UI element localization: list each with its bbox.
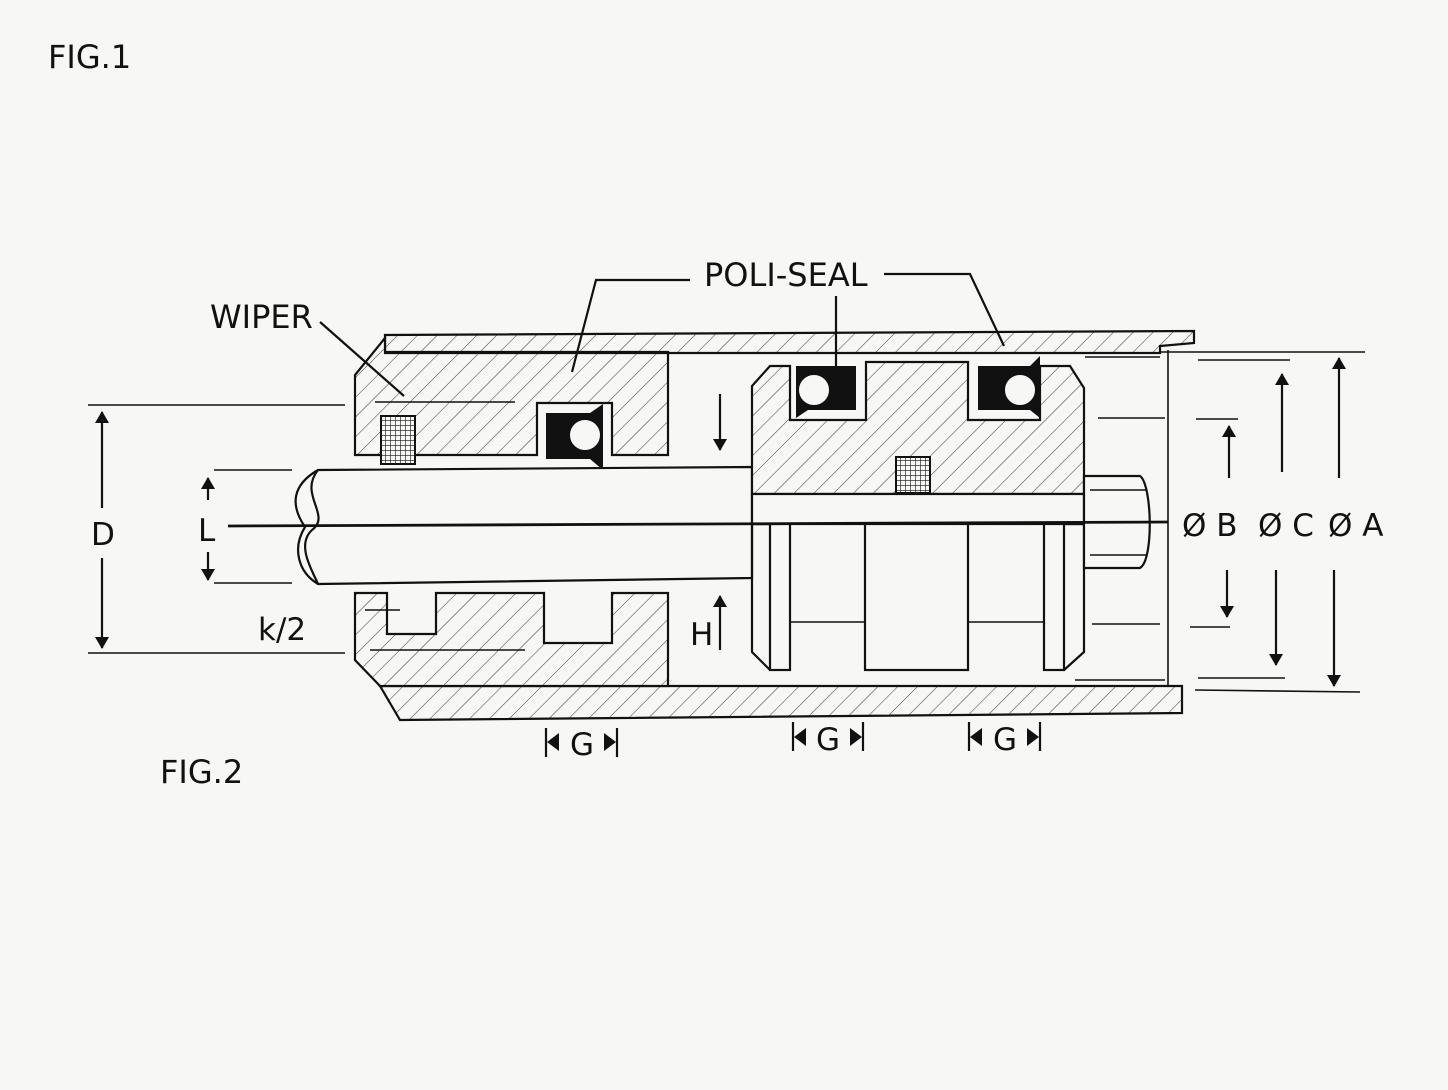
poli-seal-callout-label: POLI-SEAL bbox=[704, 256, 868, 294]
piston-lower-right-chamfer bbox=[1063, 522, 1086, 671]
piston-lower-right-land bbox=[1042, 522, 1066, 672]
diameter-extension-lines bbox=[1075, 351, 1365, 693]
dimension-h: H bbox=[690, 394, 727, 653]
dimension-g-mid-label: G bbox=[816, 722, 840, 758]
rod-seal-ring bbox=[568, 418, 602, 452]
dimension-diameter-a: Ø A bbox=[1327, 357, 1383, 687]
gland-top-body bbox=[353, 334, 670, 457]
diameter-c-label: Ø C bbox=[1258, 508, 1314, 544]
diameter-b-label: Ø B bbox=[1182, 508, 1238, 544]
dimension-g-left-arrow-a bbox=[547, 733, 559, 751]
piston-lower-left-chamfer bbox=[750, 522, 771, 671]
piston-poli-seal-right bbox=[978, 356, 1040, 418]
poli-seal-leader-right bbox=[884, 272, 1005, 347]
piston-poli-seal-left bbox=[796, 366, 856, 418]
piston-wear-insert bbox=[895, 456, 931, 494]
gland-bottom-body bbox=[353, 591, 670, 688]
dimension-g-mid-arrow-a bbox=[794, 728, 806, 746]
cylinder-tube-bottom bbox=[378, 684, 1184, 722]
dimension-g-left: G bbox=[544, 727, 619, 763]
dimension-g-left-arrow-b bbox=[604, 733, 616, 751]
dimension-diameter-c: Ø C bbox=[1258, 373, 1314, 666]
dimension-diameter-b: Ø B bbox=[1182, 425, 1238, 618]
diameter-a-label: Ø A bbox=[1328, 508, 1383, 544]
dimension-g-left-label: G bbox=[570, 727, 594, 763]
wiper-insert bbox=[380, 415, 416, 465]
dimension-k-half-label: k/2 bbox=[258, 612, 306, 648]
dimension-l: L bbox=[198, 469, 292, 584]
cylinder-tube bbox=[378, 329, 1196, 722]
rod-poli-seal bbox=[546, 404, 603, 470]
centreline bbox=[227, 520, 1169, 528]
wiper-callout-label: WIPER bbox=[210, 298, 313, 336]
dimension-g-right-label: G bbox=[993, 722, 1017, 758]
dimension-g-right: G bbox=[967, 722, 1042, 758]
piston-lower-left-land bbox=[768, 522, 792, 672]
dimension-l-label: L bbox=[198, 513, 216, 549]
dimension-h-label: H bbox=[690, 617, 713, 653]
rod-break-line bbox=[304, 469, 320, 585]
piston-seal-left-ring bbox=[797, 373, 831, 407]
fig1-label: FIG.1 bbox=[48, 38, 131, 76]
wiper-leader-line bbox=[319, 321, 405, 397]
dimension-g-right-arrow-a bbox=[970, 728, 982, 746]
rod-gland bbox=[353, 334, 670, 688]
fig2-label: FIG.2 bbox=[160, 753, 243, 791]
poli-seal-leader-left bbox=[570, 278, 690, 373]
piston-core bbox=[750, 492, 1086, 526]
dimension-g-mid: G bbox=[791, 722, 865, 758]
cylinder-tube-top bbox=[383, 329, 1196, 355]
dimension-g-mid-arrow-b bbox=[850, 728, 862, 746]
dimension-g-right-arrow-b bbox=[1027, 728, 1039, 746]
piston-seal-right-ring bbox=[1003, 373, 1037, 407]
dimension-d: D bbox=[88, 404, 345, 654]
piston-lower-centre-land bbox=[863, 522, 970, 672]
dimension-d-label: D bbox=[91, 517, 115, 553]
extension-line-a-bottom bbox=[1194, 689, 1361, 693]
